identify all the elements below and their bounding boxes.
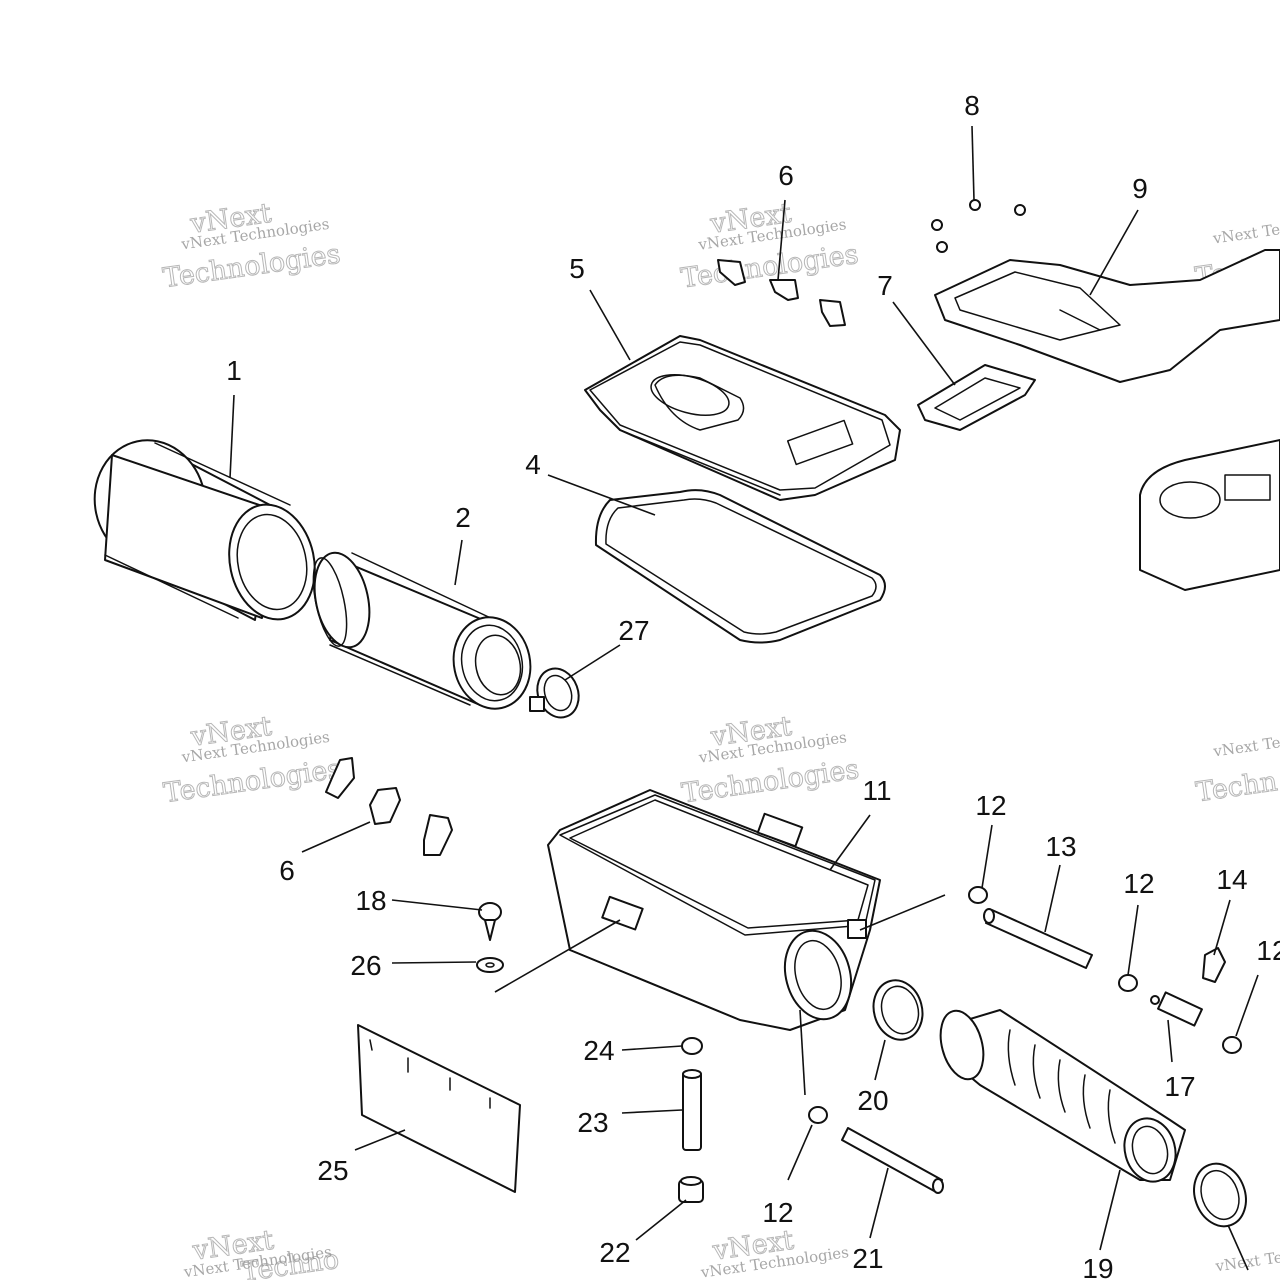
callout-25: 25 [317, 1155, 348, 1186]
part-9-intake-duct [934, 249, 1280, 383]
part-18-rivet [478, 902, 502, 941]
callout-11: 11 [862, 775, 891, 806]
watermark-bottom-right: vNext Te [1213, 1248, 1280, 1275]
part-4-gasket [594, 489, 886, 644]
watermark-bottom-left: vNext vNext Technologies Techno [182, 1224, 342, 1280]
callout-12-b: 12 [1123, 868, 1154, 899]
watermark-top-center: vNext vNext Technologies Technologies [679, 197, 861, 295]
callout-23: 23 [577, 1107, 608, 1138]
part-23-drain-tube [682, 1069, 702, 1151]
part-13-tube [983, 908, 1093, 969]
callout-17: 17 [1164, 1071, 1195, 1102]
part-6-clips-top [717, 259, 846, 327]
callout-14: 14 [1216, 864, 1247, 895]
svg-text:vNext Te: vNext Te [1211, 733, 1280, 760]
watermark-mid-center: vNext vNext Technologies Technologies [679, 710, 861, 810]
part-22-drain-plug [678, 1176, 704, 1203]
callout-5: 5 [569, 253, 585, 284]
callout-6-left: 6 [279, 855, 295, 886]
callout-19: 19 [1082, 1253, 1113, 1280]
callout-26: 26 [350, 950, 381, 981]
part-clamp-bottom-right [1193, 1162, 1247, 1228]
part-11-airbox-base [547, 789, 881, 1031]
callout-9: 9 [1132, 173, 1148, 204]
part-8-screws [931, 199, 1026, 253]
callout-1: 1 [226, 355, 242, 386]
part-24-clamp [681, 1037, 703, 1055]
part-12-clamp-d [808, 1106, 828, 1124]
callout-2: 2 [455, 502, 471, 533]
part-26-washer [476, 957, 504, 973]
part-6-clips-left [325, 757, 453, 856]
part-12-clamp-b [1118, 974, 1138, 992]
callout-labels: 1 2 27 4 5 6 7 8 9 6 11 12 13 12 14 12 1… [226, 90, 1280, 1280]
part-25-panel [357, 1024, 521, 1193]
callout-22: 22 [599, 1237, 630, 1268]
callout-6-top: 6 [778, 160, 794, 191]
callout-7: 7 [877, 270, 893, 301]
part-1-prefilter-sleeve [93, 439, 316, 621]
svg-text:vNext Te: vNext Te [1213, 1248, 1280, 1275]
part-12-clamp-a [968, 886, 988, 904]
callout-20: 20 [857, 1085, 888, 1116]
part-7-plate [917, 364, 1036, 431]
part-12-clamp-c [1222, 1036, 1242, 1054]
watermark-mid-left: vNext vNext Technologies Technologies [161, 710, 343, 809]
watermark-mid-right: vNext Te Techn [1193, 733, 1280, 808]
callout-13: 13 [1045, 831, 1076, 862]
callout-8: 8 [964, 90, 980, 121]
svg-text:Techn: Techn [1194, 766, 1279, 808]
callout-21: 21 [852, 1243, 883, 1274]
part-19-intake-boot [939, 1009, 1186, 1183]
callout-18: 18 [355, 885, 386, 916]
part-2-air-filter [312, 551, 532, 710]
part-27-hose-clamp [529, 667, 580, 719]
part-17-check-valve [1150, 991, 1203, 1027]
callout-4: 4 [525, 449, 541, 480]
leader-lines [229, 125, 1259, 1271]
svg-text:vNext Te: vNext Te [1211, 220, 1280, 247]
watermark-top-left: vNext vNext Technologies Technologies [161, 197, 343, 294]
part-21-tube [841, 1127, 944, 1194]
part-20-coupler [872, 979, 924, 1041]
callout-12-d: 12 [762, 1197, 793, 1228]
callout-27: 27 [618, 615, 649, 646]
part-5-airbox-cover [584, 335, 901, 501]
part-right-partial-housing [1139, 439, 1280, 591]
callout-12-c: 12 [1256, 935, 1280, 966]
callout-12-a: 12 [975, 790, 1006, 821]
callout-24: 24 [583, 1035, 614, 1066]
